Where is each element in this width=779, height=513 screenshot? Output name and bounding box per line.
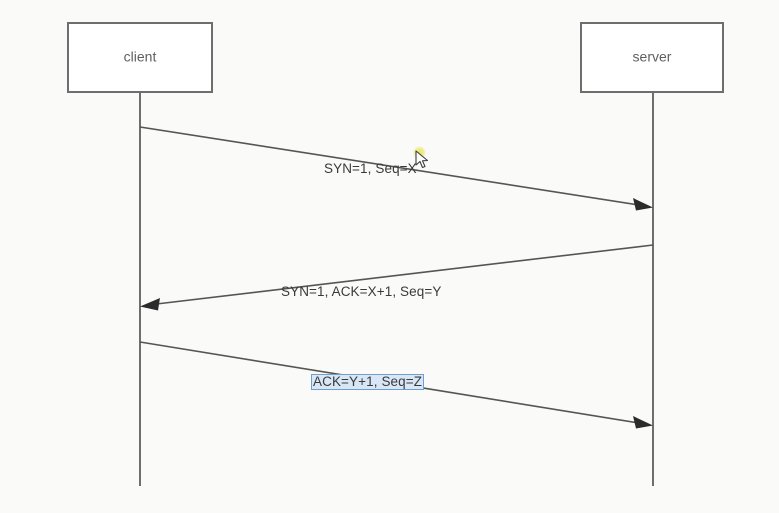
message-label-syn[interactable]: SYN=1, Seq=X bbox=[324, 161, 417, 176]
message-label-ack[interactable]: ACK=Y+1, Seq=Z bbox=[311, 374, 425, 390]
arrowhead-right-ack bbox=[633, 416, 653, 429]
message-label-syn-ack[interactable]: SYN=1, ACK=X+1, Seq=Y bbox=[281, 284, 442, 299]
participant-rect-client bbox=[67, 22, 213, 93]
message-line-syn-ack bbox=[147, 244, 654, 306]
participant-box-server[interactable]: server bbox=[580, 22, 724, 93]
message-line-syn bbox=[139, 126, 646, 207]
participant-label-server: server bbox=[633, 49, 672, 65]
message-arrow-syn[interactable] bbox=[139, 126, 653, 211]
participant-label-client: client bbox=[124, 49, 157, 65]
message-arrow-syn-ack[interactable] bbox=[140, 244, 654, 311]
arrowhead-right-syn bbox=[633, 198, 653, 211]
participant-box-client[interactable]: client bbox=[67, 22, 213, 93]
arrowhead-left-syn-ack bbox=[140, 298, 160, 311]
participant-rect-server bbox=[580, 22, 724, 93]
